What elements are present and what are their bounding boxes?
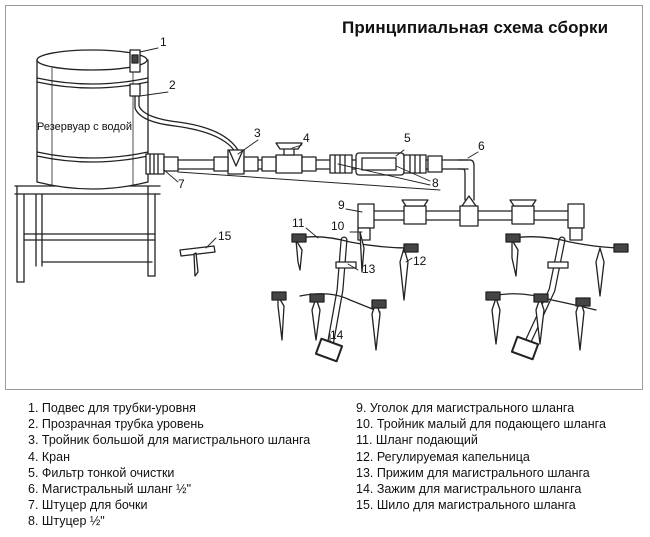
level-tube-hanger [129,49,141,97]
legend-item: 6. Магистральный шланг ½" [28,482,192,497]
level-tube [134,95,235,151]
callout-9: 9 [338,198,345,212]
assembly-scheme [14,47,629,363]
legend-item: 8. Штуцер ½" [28,514,105,529]
callout-14: 14 [330,328,344,342]
callout-1: 1 [160,35,167,49]
legend-item: 14. Зажим для магистрального шланга [356,482,582,497]
legend-item: 9. Уголок для магистрального шланга [356,401,575,415]
legend-item: 13. Прижим для магистрального шланга [356,465,590,480]
legend-item: 10. Тройник малый для подающего шланга [356,417,606,432]
callout-11: 11 [292,216,305,230]
legend-item: 1. Подвес для трубки-уровня [28,401,196,415]
legend-item: 5. Фильтр тонкой очистки [28,465,175,480]
callout-4: 4 [303,131,310,145]
legend-item: 12. Регулируемая капельница [356,449,530,464]
fine-filter [329,152,443,176]
drip-group-left [271,231,419,363]
legend-item: 4. Кран [28,449,70,464]
legend-item: 7. Штуцер для бочки [28,498,148,513]
barrel-fitting [145,153,179,175]
callout-5: 5 [404,131,411,145]
main-hose-lower [357,195,585,241]
drip-group-right [485,233,629,361]
main-hose-riser [457,159,475,201]
callout-15: 15 [218,229,232,243]
callout-3: 3 [254,126,261,140]
callout-7: 7 [178,177,185,191]
callout-13: 13 [362,262,376,276]
legend-left: 1. Подвес для трубки-уровня 2. Прозрачна… [28,400,310,530]
callout-leaders [139,47,479,343]
legend-item: 15. Шило для магистрального шланга [356,498,576,513]
awl [179,245,216,277]
callout-12: 12 [413,254,427,268]
legend-item: 2. Прозрачная трубка уровень [28,417,204,432]
legend-right: 9. Уголок для магистрального шланга 10. … [356,400,606,513]
callout-2: 2 [169,78,176,92]
tank-stand [14,185,161,283]
legend-item: 11. Шланг подающий [356,433,478,448]
valve [261,142,317,174]
tank-label: Резервуар с водой [37,121,132,133]
callout-6: 6 [478,139,485,153]
big-tee [213,149,259,175]
callout-10: 10 [331,219,345,233]
legend-item: 3. Тройник большой для магистрального шл… [28,433,311,448]
water-tank [36,49,149,190]
callout-8: 8 [432,176,439,190]
diagram-title: Принципиальная схема сборки [342,18,609,37]
